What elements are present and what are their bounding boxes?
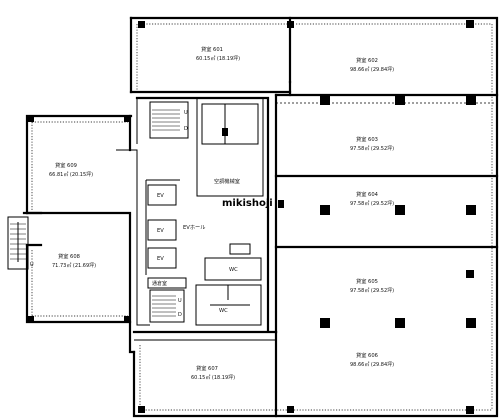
room-608-area: 71.73㎡ (21.69坪) — [52, 262, 96, 269]
ev-1-label: EV — [157, 193, 164, 199]
room-603-area: 97.58㎡ (29.52坪) — [350, 145, 394, 152]
room-label-609: 貸室 609 66.81㎡ (20.15坪) — [49, 161, 93, 178]
room-label-608: 貸室 608 71.73㎡ (21.69坪) — [52, 252, 96, 269]
room-label-605: 貸室 605 97.58㎡ (29.52坪) — [350, 277, 394, 294]
room-601-name: 貸室 601 — [201, 45, 223, 53]
stair2-up-label: U — [178, 298, 182, 304]
stair2-down-label: D — [178, 312, 182, 318]
room-label-606: 貸室 606 98.66㎡ (29.84坪) — [350, 351, 394, 368]
room-601-area: 60.15㎡ (18.19坪) — [196, 55, 240, 62]
room-label-603: 貸室 603 97.58㎡ (29.52坪) — [350, 135, 394, 152]
room-609-area: 66.81㎡ (20.15坪) — [49, 171, 93, 178]
room-602-name: 貸室 602 — [356, 56, 378, 64]
ev-3-label: EV — [157, 256, 164, 262]
machine-room-label: 空調機械室 — [214, 177, 240, 185]
stair-down-label: D — [184, 126, 188, 132]
window-lines — [31, 23, 493, 411]
watermark: mikishoji — [222, 198, 273, 209]
room-607-name: 貸室 607 — [196, 364, 218, 372]
room-label-604: 貸室 604 97.58㎡ (29.52坪) — [350, 190, 394, 207]
stair-up-label: U — [184, 110, 188, 116]
partitions — [7, 93, 499, 418]
outer-walls — [25, 16, 499, 418]
room-604-name: 貸室 604 — [356, 190, 379, 198]
ev-2-label: EV — [157, 228, 164, 234]
room-609-name: 貸室 609 — [55, 161, 77, 169]
room-label-601: 貸室 601 60.15㎡ (18.19坪) — [196, 45, 240, 62]
room-602-area: 98.66㎡ (29.84坪) — [350, 66, 394, 73]
room-605-name: 貸室 605 — [356, 277, 378, 285]
room-607-area: 60.15㎡ (18.19坪) — [191, 374, 235, 381]
room-603-name: 貸室 603 — [356, 135, 378, 143]
room-604-area: 97.58㎡ (29.52坪) — [350, 200, 394, 207]
room-608-name: 貸室 608 — [58, 252, 80, 260]
storage-label: 通倉室 — [152, 280, 167, 287]
room-605-area: 97.58㎡ (29.52坪) — [350, 287, 394, 294]
room-606-name: 貸室 606 — [356, 351, 378, 359]
room-label-607: 貸室 607 60.15㎡ (18.19坪) — [191, 364, 235, 381]
stair-treads — [10, 109, 180, 317]
ev-hall-label: EVホール — [183, 224, 205, 231]
wc-2-label: WC — [219, 308, 228, 314]
left-stair-up-label: U — [30, 262, 34, 268]
room-606-area: 98.66㎡ (29.84坪) — [350, 361, 394, 368]
core-labels: 空調機械室 EVホール EV EV EV WC WC 通倉室 U D U D U — [30, 110, 240, 318]
room-label-602: 貸室 602 98.66㎡ (29.84坪) — [350, 56, 394, 73]
structural-columns — [28, 20, 476, 414]
wc-1-label: WC — [229, 267, 238, 273]
